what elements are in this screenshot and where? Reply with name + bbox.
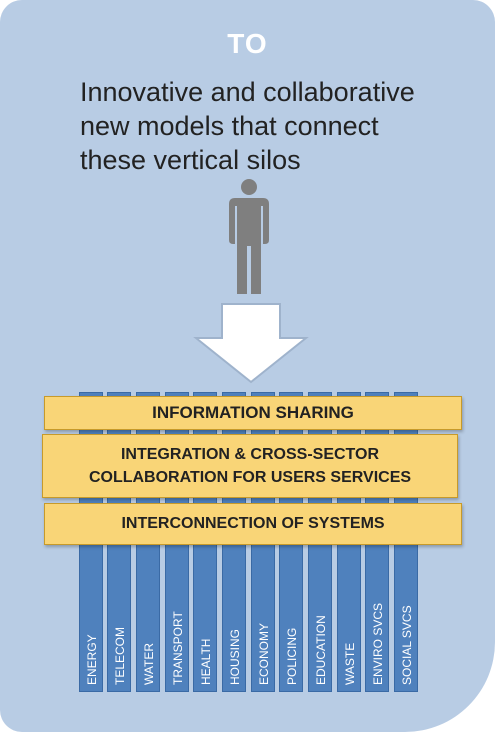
description-line: these vertical silos (80, 145, 301, 175)
integration-line-1: INTEGRATION & CROSS-SECTOR (120, 446, 380, 463)
description-line: new models that connect (80, 111, 379, 141)
description: Innovative and collaborative new models … (80, 75, 480, 177)
integration-line-2: COLLABORATION FOR USERS SERVICES (88, 469, 412, 486)
information-sharing-layer: INFORMATION SHARING (44, 396, 462, 430)
integration-layer: INTEGRATION & CROSS-SECTOR COLLABORATION… (42, 434, 458, 498)
person-icon (229, 179, 269, 294)
heading: TO (227, 28, 268, 59)
description-line: Innovative and collaborative (80, 77, 415, 107)
interconnection-layer: INTERCONNECTION OF SYSTEMS (44, 503, 462, 545)
down-arrow-icon (193, 303, 309, 384)
